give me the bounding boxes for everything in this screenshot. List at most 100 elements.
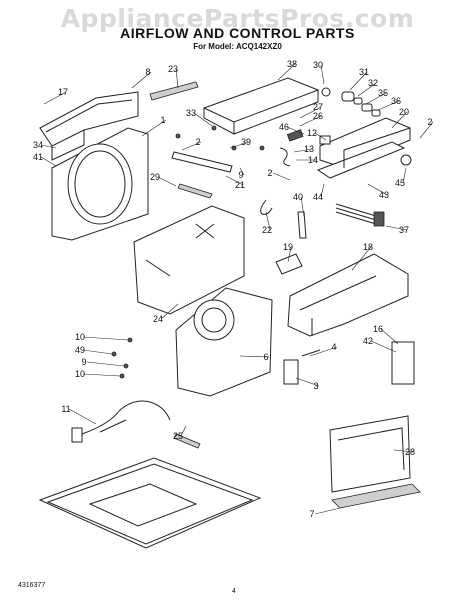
leader-c35 bbox=[365, 92, 387, 105]
part-38-control-bracket[interactable] bbox=[202, 77, 320, 135]
leader-c39 bbox=[229, 141, 250, 149]
leader-c41 bbox=[40, 156, 57, 167]
callout-c27: 27 bbox=[313, 102, 323, 112]
screws[interactable] bbox=[175, 125, 265, 151]
part-3[interactable] bbox=[283, 359, 299, 385]
callout-c35: 35 bbox=[378, 88, 388, 98]
leader-c25 bbox=[180, 425, 187, 437]
callout-c2b: 2 bbox=[195, 137, 200, 147]
leader-c38 bbox=[277, 63, 296, 81]
callout-c7: 7 bbox=[309, 509, 314, 519]
watermark: AppliancePartsPros.com bbox=[60, 4, 415, 33]
callout-c43: 43 bbox=[379, 190, 389, 200]
part-18-duct[interactable] bbox=[287, 253, 409, 337]
callout-c40: 40 bbox=[293, 192, 303, 202]
leader-c20 bbox=[391, 111, 408, 129]
leader-c21 bbox=[225, 175, 244, 186]
part-28-rear-panel[interactable] bbox=[329, 415, 411, 493]
leader-c26 bbox=[299, 115, 322, 127]
callout-c37: 37 bbox=[399, 225, 409, 235]
leader-c6 bbox=[239, 355, 270, 358]
leader-c9a bbox=[239, 167, 245, 176]
callout-c41: 41 bbox=[33, 152, 43, 162]
diagram-title: AIRFLOW AND CONTROL PARTS bbox=[120, 25, 355, 41]
callout-c14: 14 bbox=[308, 155, 318, 165]
leader-c2c bbox=[272, 172, 291, 181]
callout-c6: 6 bbox=[263, 352, 268, 362]
leader-c33 bbox=[193, 112, 213, 127]
callout-c18: 18 bbox=[363, 242, 373, 252]
part-29-bar[interactable] bbox=[177, 183, 213, 199]
callout-c10b: 10 bbox=[75, 369, 85, 379]
doc-number: 4316377 bbox=[18, 582, 46, 589]
part-46[interactable] bbox=[286, 129, 304, 142]
leader-c3 bbox=[295, 377, 320, 387]
leader-c10b bbox=[82, 373, 121, 377]
leader-c23 bbox=[175, 68, 179, 89]
part-20-control-housing[interactable] bbox=[316, 117, 412, 179]
part-37-harness[interactable] bbox=[335, 203, 385, 227]
leader-c28 bbox=[393, 449, 414, 453]
callout-c30: 30 bbox=[313, 60, 323, 70]
callout-c20: 20 bbox=[399, 107, 409, 117]
leader-c9b bbox=[86, 361, 125, 367]
part-13-14-wires[interactable] bbox=[279, 147, 291, 167]
leader-c36 bbox=[377, 100, 400, 111]
callout-c2c: 2 bbox=[267, 168, 272, 178]
left-screws[interactable] bbox=[111, 337, 133, 379]
part-22[interactable] bbox=[260, 199, 273, 215]
callout-c34: 34 bbox=[33, 140, 43, 150]
leader-c8 bbox=[131, 71, 152, 89]
callout-c49: 49 bbox=[75, 345, 85, 355]
callout-c17: 17 bbox=[58, 87, 68, 97]
leader-c12 bbox=[314, 132, 327, 141]
callout-c42: 42 bbox=[363, 336, 373, 346]
part-11-power-cord[interactable] bbox=[71, 400, 171, 443]
leader-c43 bbox=[367, 183, 388, 196]
leader-c11 bbox=[68, 408, 97, 425]
callout-c25: 25 bbox=[173, 431, 183, 441]
callout-c32: 32 bbox=[368, 78, 378, 88]
leader-c29 bbox=[157, 176, 177, 187]
leader-c10a bbox=[82, 336, 129, 341]
part-8-top-cover[interactable] bbox=[39, 91, 139, 161]
callout-c24: 24 bbox=[153, 314, 163, 324]
leader-c45 bbox=[402, 167, 407, 184]
callout-c19: 19 bbox=[283, 242, 293, 252]
leader-c16 bbox=[380, 328, 399, 345]
leader-c27 bbox=[299, 106, 322, 119]
leader-c1 bbox=[141, 119, 167, 137]
part-4[interactable] bbox=[301, 349, 321, 357]
part-24-partition[interactable] bbox=[133, 205, 245, 315]
part-23-strip[interactable] bbox=[149, 81, 199, 101]
callout-c9b: 9 bbox=[81, 357, 86, 367]
part-42-panel[interactable] bbox=[391, 341, 415, 385]
leader-c7 bbox=[314, 507, 341, 515]
callout-c1: 1 bbox=[160, 115, 165, 125]
part-6-blower-housing[interactable] bbox=[175, 287, 273, 397]
leader-c42 bbox=[370, 340, 397, 353]
part-7-filter[interactable] bbox=[331, 483, 421, 509]
leader-c13 bbox=[293, 148, 313, 153]
part-21-bracket[interactable] bbox=[171, 151, 233, 173]
callout-c13: 13 bbox=[304, 144, 314, 154]
part-25[interactable] bbox=[173, 433, 201, 449]
model-subtitle: For Model: ACQ142XZ0 bbox=[193, 42, 282, 51]
leader-c40 bbox=[300, 196, 305, 217]
part-40[interactable] bbox=[297, 211, 307, 239]
leader-c30 bbox=[320, 64, 325, 85]
part-1-shroud[interactable] bbox=[51, 127, 149, 241]
leader-c44 bbox=[320, 183, 325, 198]
base-pan[interactable] bbox=[38, 457, 262, 549]
callout-c44: 44 bbox=[313, 192, 323, 202]
page-number: 4 bbox=[232, 588, 236, 595]
callout-c33: 33 bbox=[186, 108, 196, 118]
callout-c36: 36 bbox=[391, 96, 401, 106]
callout-c9a: 9 bbox=[238, 170, 243, 180]
leader-c2a bbox=[419, 121, 434, 139]
part-12[interactable] bbox=[319, 135, 331, 145]
control-knobs[interactable] bbox=[321, 87, 381, 117]
callout-c3: 3 bbox=[313, 381, 318, 391]
